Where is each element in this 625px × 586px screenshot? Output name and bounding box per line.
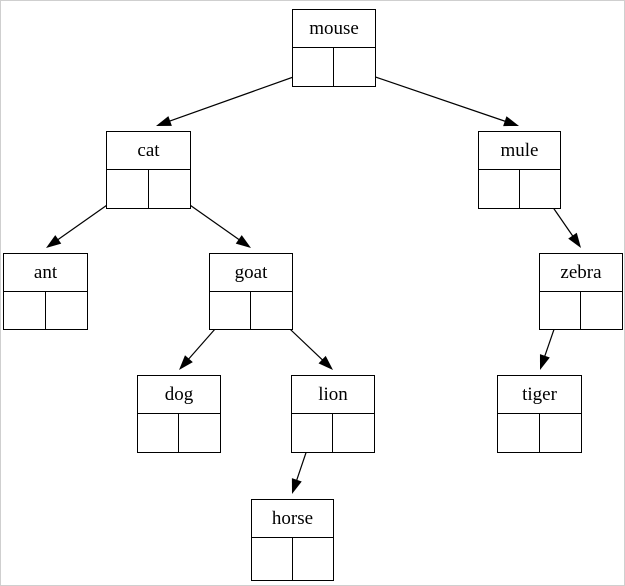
right-pointer-cell[interactable]	[581, 292, 622, 329]
tree-node-label: ant	[4, 254, 87, 292]
tree-node-label: dog	[138, 376, 220, 414]
tree-node-label: lion	[292, 376, 374, 414]
edge-arrowhead	[318, 355, 333, 370]
left-pointer-cell[interactable]	[498, 414, 540, 452]
tree-node-lion[interactable]: lion	[291, 375, 375, 453]
edge-arrowhead	[503, 116, 519, 127]
tree-node-tiger[interactable]: tiger	[497, 375, 582, 453]
tree-node-mouse[interactable]: mouse	[292, 9, 376, 87]
left-pointer-cell[interactable]	[540, 292, 581, 329]
edge-arrowhead	[156, 116, 172, 126]
left-pointer-cell[interactable]	[292, 414, 333, 452]
right-pointer-cell[interactable]	[520, 170, 561, 208]
pointer-cells	[138, 414, 220, 452]
tree-node-horse[interactable]: horse	[251, 499, 334, 581]
left-pointer-cell[interactable]	[252, 538, 293, 580]
right-pointer-cell[interactable]	[540, 414, 582, 452]
pointer-cells	[292, 414, 374, 452]
edge-arrowhead	[568, 232, 581, 248]
pointer-cells	[252, 538, 333, 580]
tree-node-zebra[interactable]: zebra	[539, 253, 623, 330]
tree-node-label: mouse	[293, 10, 375, 48]
right-pointer-cell[interactable]	[46, 292, 88, 329]
pointer-cells	[210, 292, 292, 329]
edge-arrowhead	[46, 235, 62, 248]
tree-node-goat[interactable]: goat	[209, 253, 293, 330]
edge-arrowhead	[539, 354, 550, 370]
tree-node-label: cat	[107, 132, 190, 170]
tree-node-cat[interactable]: cat	[106, 131, 191, 209]
edge-arrowhead	[179, 355, 193, 370]
left-pointer-cell[interactable]	[479, 170, 520, 208]
tree-node-mule[interactable]: mule	[478, 131, 561, 209]
tree-node-label: zebra	[540, 254, 622, 292]
tree-edge-mouse-to-cat	[156, 69, 314, 126]
edge-arrowhead	[291, 478, 302, 494]
left-pointer-cell[interactable]	[4, 292, 46, 329]
tree-node-label: horse	[252, 500, 333, 538]
right-pointer-cell[interactable]	[149, 170, 191, 208]
pointer-cells	[498, 414, 581, 452]
edge-arrowhead	[235, 235, 251, 248]
tree-node-label: mule	[479, 132, 560, 170]
right-pointer-cell[interactable]	[334, 48, 375, 86]
tree-edge-mouse-to-mule	[354, 69, 519, 127]
pointer-cells	[293, 48, 375, 86]
right-pointer-cell[interactable]	[179, 414, 220, 452]
tree-node-ant[interactable]: ant	[3, 253, 88, 330]
pointer-cells	[479, 170, 560, 208]
pointer-cells	[107, 170, 190, 208]
left-pointer-cell[interactable]	[107, 170, 149, 208]
left-pointer-cell[interactable]	[138, 414, 179, 452]
tree-node-dog[interactable]: dog	[137, 375, 221, 453]
left-pointer-cell[interactable]	[210, 292, 251, 329]
right-pointer-cell[interactable]	[293, 538, 334, 580]
edge-line	[354, 69, 508, 123]
pointer-cells	[4, 292, 87, 329]
tree-node-label: tiger	[498, 376, 581, 414]
right-pointer-cell[interactable]	[333, 414, 374, 452]
right-pointer-cell[interactable]	[251, 292, 292, 329]
tree-node-label: goat	[210, 254, 292, 292]
left-pointer-cell[interactable]	[293, 48, 334, 86]
pointer-cells	[540, 292, 622, 329]
